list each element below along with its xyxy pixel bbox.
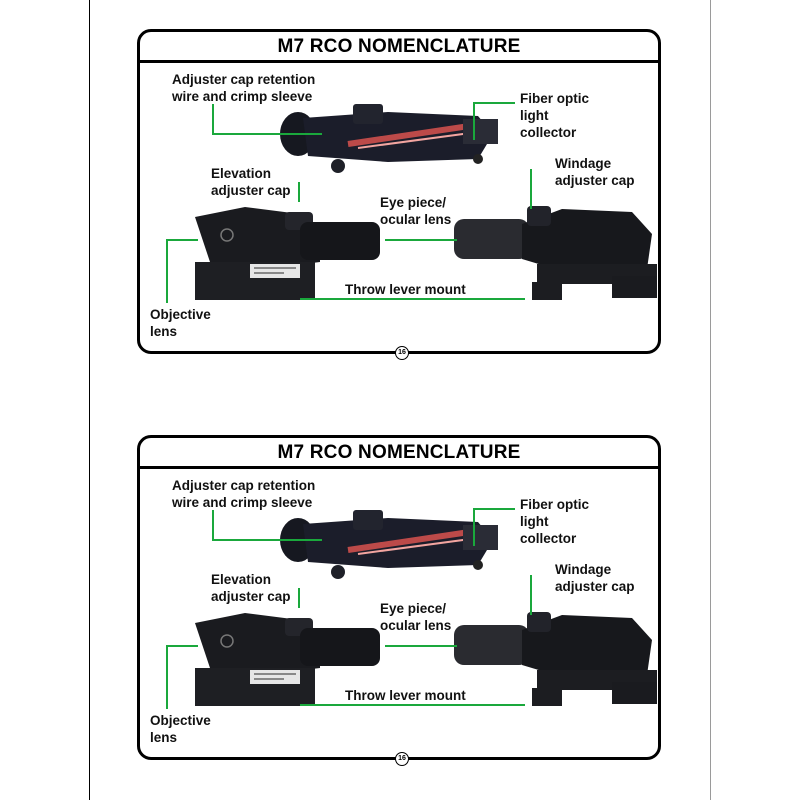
label-elevation-cap: Elevation adjuster cap: [211, 572, 291, 604]
leader-line: [530, 169, 532, 209]
scope-top-photo: [280, 510, 498, 579]
leader-line: [298, 182, 300, 202]
label-objective-lens: Objective lens: [150, 713, 211, 745]
leader-line: [212, 539, 322, 541]
scope-left-photo: [195, 207, 380, 300]
label-eyepiece: Eye piece/ ocular lens: [380, 601, 452, 633]
slide-title: M7 RCO NOMENCLATURE: [140, 438, 658, 469]
leader-line: [298, 588, 300, 608]
leader-line: [166, 239, 168, 303]
label-throw-lever: Throw lever mount: [345, 282, 466, 297]
page-number-badge: 16: [395, 752, 409, 766]
leader-line: [385, 239, 457, 241]
page-number-badge: 16: [395, 346, 409, 360]
leader-line: [166, 645, 198, 647]
label-elevation-cap: Elevation adjuster cap: [211, 166, 291, 198]
leader-line: [212, 104, 214, 135]
leader-line: [385, 645, 457, 647]
page-margin-line-left: [89, 0, 90, 800]
label-fiber-optic: Fiber optic light collector: [520, 91, 590, 140]
nomenclature-slide: M7 RCO NOMENCLATURE Adjuster cap retenti…: [137, 29, 661, 360]
nomenclature-slide: M7 RCO NOMENCLATURE Adjuster cap retenti…: [137, 435, 661, 766]
leader-line: [166, 239, 198, 241]
page-margin-line-right: [710, 0, 711, 800]
leader-line: [300, 298, 525, 300]
leader-line: [212, 510, 214, 541]
leader-line: [473, 102, 475, 140]
leader-line: [473, 508, 475, 546]
label-retention-wire: Adjuster cap retention wire and crimp sl…: [172, 478, 316, 510]
leader-line: [473, 508, 515, 510]
leader-line: [473, 102, 515, 104]
label-objective-lens: Objective lens: [150, 307, 211, 339]
leader-line: [300, 704, 525, 706]
label-windage-cap: Windage adjuster cap: [555, 156, 635, 188]
label-eyepiece: Eye piece/ ocular lens: [380, 195, 452, 227]
scope-left-photo: [195, 613, 380, 706]
scope-top-photo: [280, 104, 498, 173]
scope-right-photo: [454, 612, 657, 706]
scope-right-photo: [454, 206, 657, 300]
label-throw-lever: Throw lever mount: [345, 688, 466, 703]
label-windage-cap: Windage adjuster cap: [555, 562, 635, 594]
label-fiber-optic: Fiber optic light collector: [520, 497, 590, 546]
leader-line: [530, 575, 532, 615]
label-retention-wire: Adjuster cap retention wire and crimp sl…: [172, 72, 316, 104]
leader-line: [166, 645, 168, 709]
slide-title: M7 RCO NOMENCLATURE: [140, 32, 658, 63]
leader-line: [212, 133, 322, 135]
